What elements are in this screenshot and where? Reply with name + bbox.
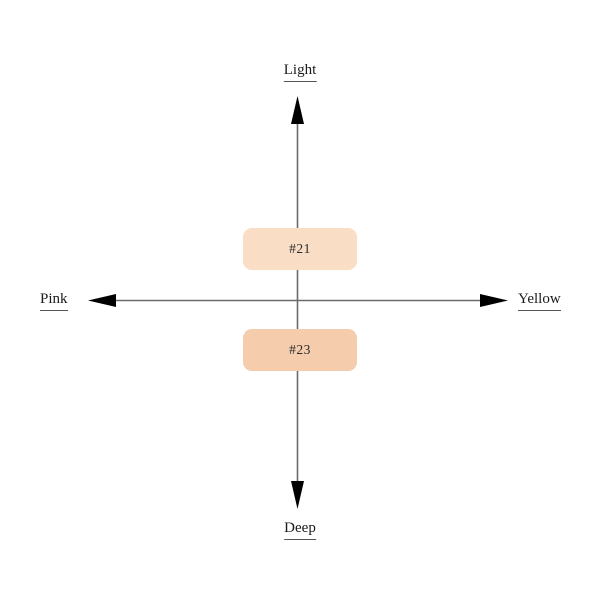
axis-label-yellow: Yellow bbox=[518, 292, 561, 311]
axis-label-light: Light bbox=[283, 63, 317, 82]
color-swatch[interactable]: #21 bbox=[243, 228, 357, 270]
arrowhead-right-icon bbox=[480, 294, 508, 307]
arrowhead-up-icon bbox=[291, 96, 304, 124]
axis-label-deep: Deep bbox=[284, 521, 316, 540]
axis-label-pink: Pink bbox=[40, 292, 68, 311]
arrowhead-left-icon bbox=[88, 294, 116, 307]
color-swatch-label: #21 bbox=[289, 241, 311, 256]
color-swatch-label: #23 bbox=[289, 342, 311, 357]
color-swatch[interactable]: #23 bbox=[243, 329, 357, 371]
arrowhead-down-icon bbox=[291, 481, 304, 509]
